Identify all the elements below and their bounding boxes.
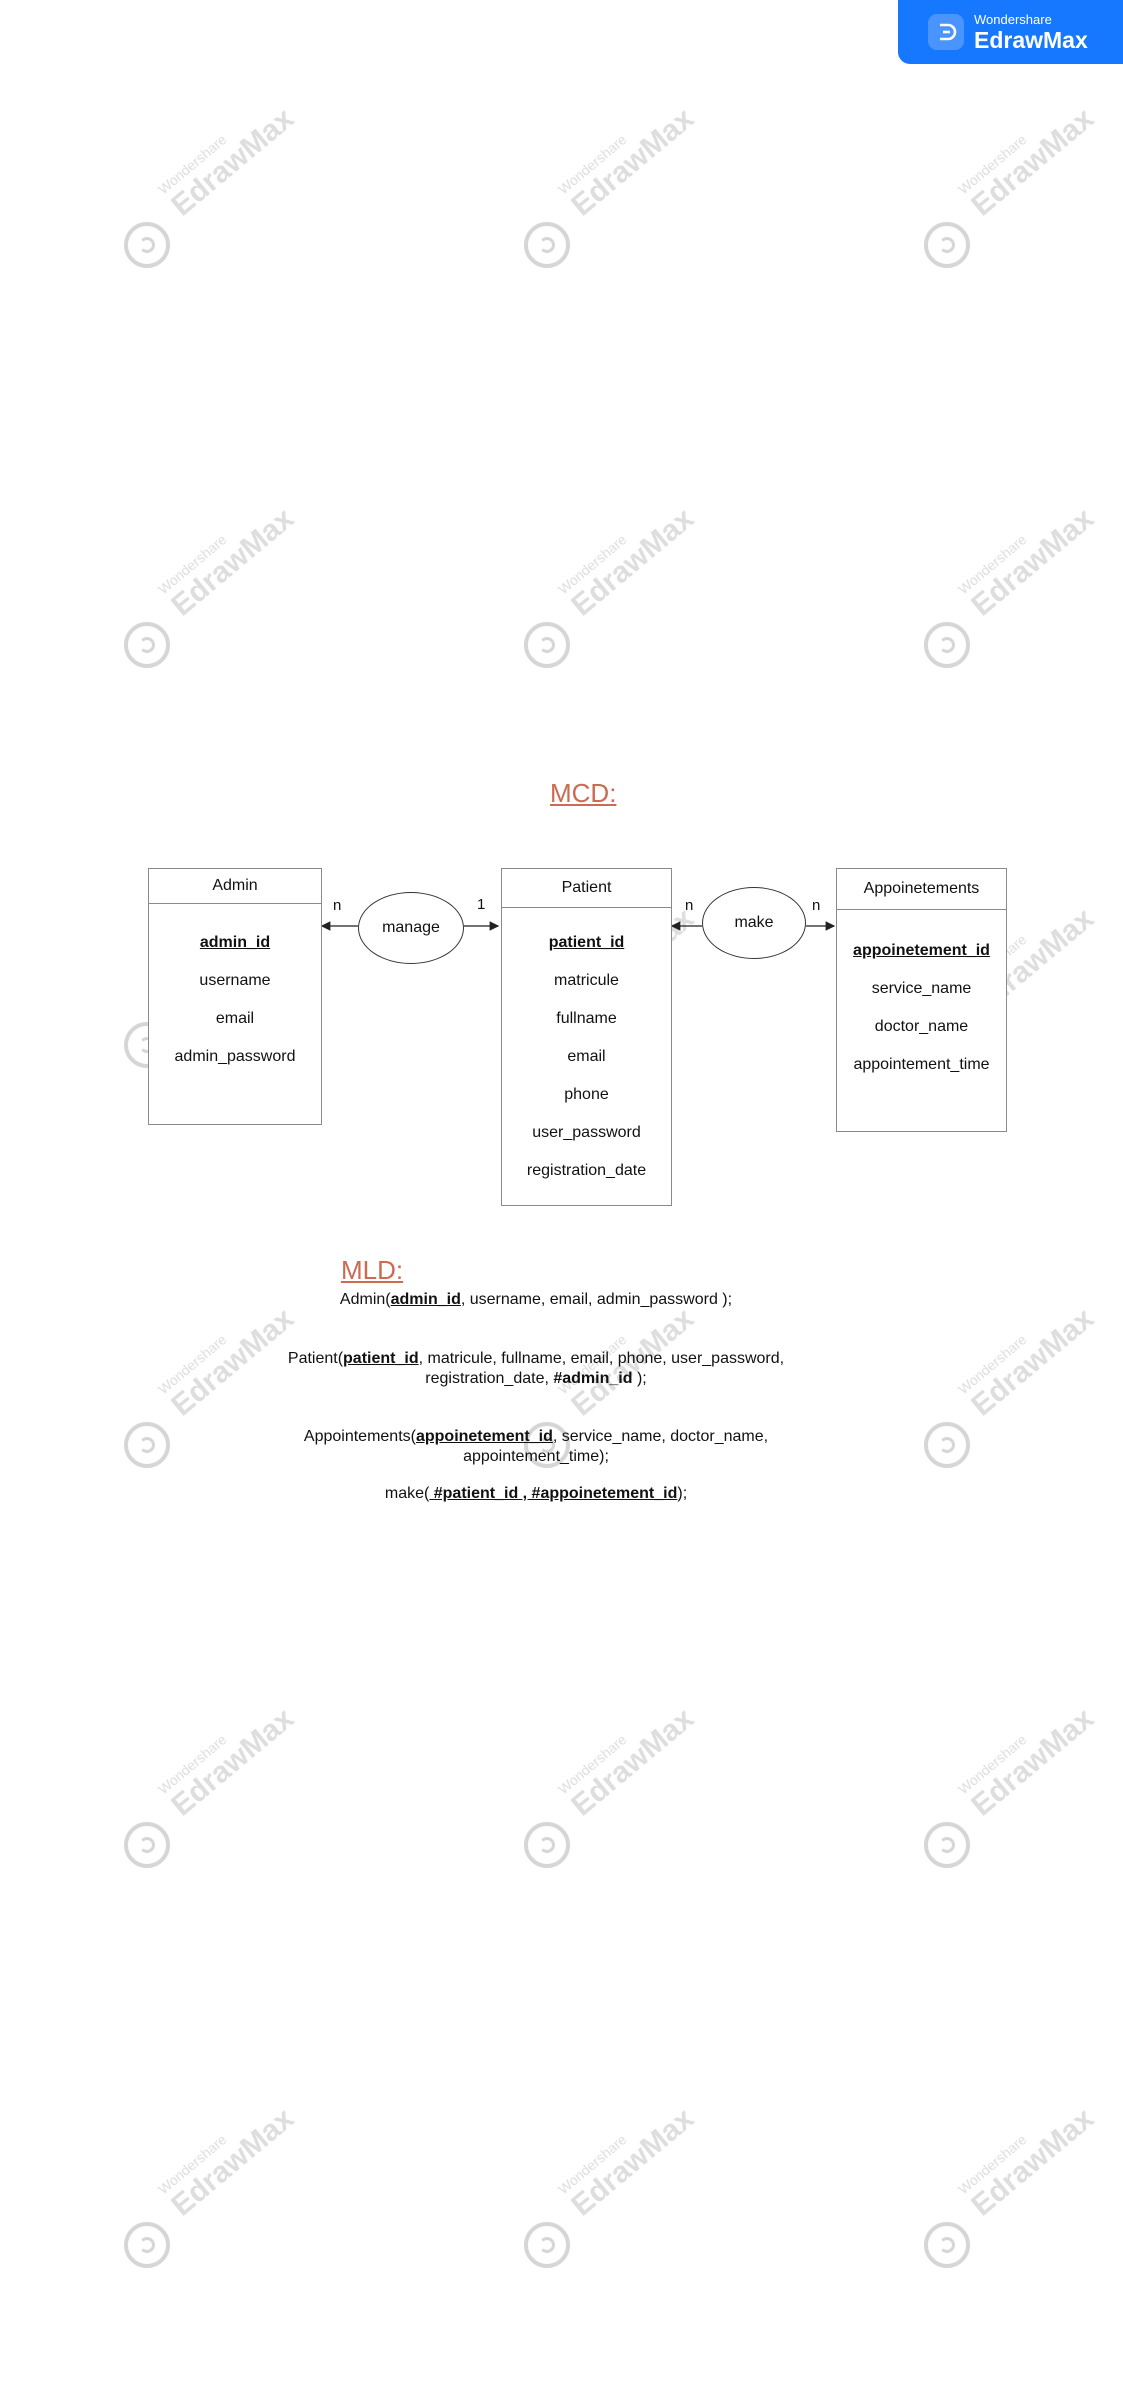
brand-big-text: EdrawMax [974,26,1088,53]
make-patient-cardinality: n [685,897,694,914]
appointments-key-attr: appoinetement_id [853,942,990,959]
mld-admin-key: admin_id [390,1291,461,1308]
patient-attr: registration_date [526,1162,647,1179]
edrawmax-brand-badge: Wondershare EdrawMax [898,0,1123,64]
mld-patient-fk: #admin_id [553,1370,633,1387]
mld-make-prefix: make( [384,1485,430,1502]
patient-entity: Patient patient_id matricule fullname em… [501,868,672,1206]
mld-make-line: make( #patient_id , #appoinetement_id); [236,1485,836,1503]
mld-appointments-key: appoinetement_id [415,1428,553,1445]
mld-make-keys: #patient_id , #appoinetement_id [429,1485,678,1502]
appointments-entity-title: Appoinetements [837,869,1006,910]
edrawmax-logo-icon [928,14,964,50]
patient-attr: user_password [532,1124,641,1141]
mld-admin-rest: , username, email, admin_password ); [460,1291,733,1308]
mld-admin-line: Admin(admin_id, username, email, admin_p… [236,1291,836,1309]
patient-key-attr: patient_id [548,934,625,951]
mld-appointments-rest2: appointement_time); [463,1448,609,1465]
admin-attr: email [215,1010,255,1027]
make-relation: make [702,887,806,959]
admin-entity-title: Admin [149,869,321,904]
manage-relation: manage [358,892,464,964]
mld-patient-rest1: , matricule, fullname, email, phone, use… [418,1350,785,1367]
admin-attr: username [199,972,271,989]
mld-admin-prefix: Admin( [339,1291,391,1308]
patient-attr: matricule [554,972,619,989]
patient-entity-title: Patient [502,869,671,908]
mld-patient-rest2b: ); [632,1370,647,1387]
brand-small-text: Wondershare [974,11,1052,27]
mld-patient-prefix: Patient( [287,1350,344,1367]
mcd-title: MCD: [550,778,617,808]
manage-admin-cardinality: n [333,897,342,914]
manage-patient-cardinality: 1 [477,896,486,913]
mld-appointments-line: Appointements(appoinetement_id, service_… [236,1427,836,1467]
mld-patient-key: patient_id [343,1350,419,1367]
admin-attr: admin_password [174,1048,296,1065]
make-appointments-cardinality: n [812,897,821,914]
mld-appointments-prefix: Appointements( [303,1428,416,1445]
patient-attr: phone [564,1086,609,1103]
mld-title: MLD: [341,1255,404,1285]
mld-appointments-rest1: , service_name, doctor_name, [552,1428,769,1445]
appointments-entity: Appoinetements appoinetement_id service_… [836,868,1007,1132]
mld-make-rest: ); [677,1485,688,1502]
mld-patient-rest2a: registration_date, [425,1370,554,1387]
patient-attr: email [567,1048,606,1065]
appointments-attr: appointement_time [853,1056,990,1073]
admin-entity: Admin admin_id username email admin_pass… [148,868,322,1125]
appointments-attr: doctor_name [874,1018,969,1035]
admin-key-attr: admin_id [199,934,271,951]
mld-patient-line: Patient(patient_id, matricule, fullname,… [236,1349,836,1389]
appointments-attr: service_name [871,980,972,997]
patient-attr: fullname [556,1010,617,1027]
